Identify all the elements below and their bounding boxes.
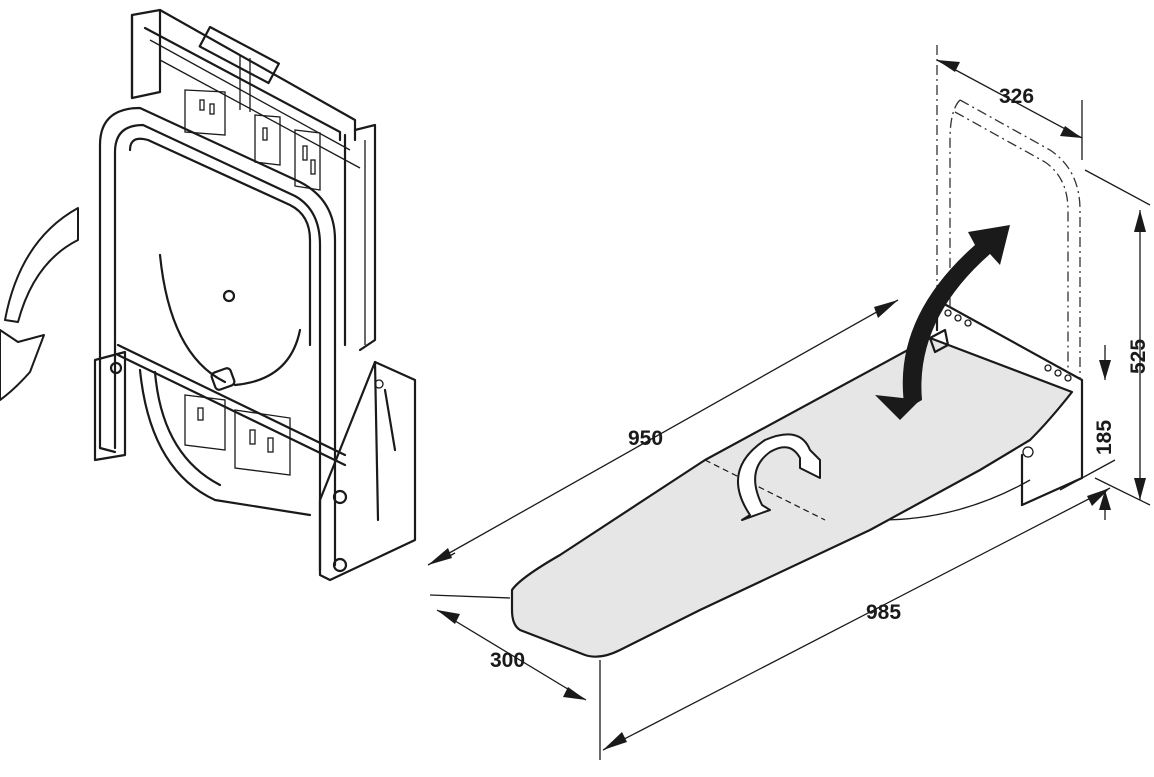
- deployed-ironing-board: [510, 45, 1084, 658]
- dimension-label-board-width: 300: [490, 649, 526, 672]
- mounting-holes: [944, 309, 1072, 382]
- dimension-label-overall-height: 525: [1127, 338, 1150, 374]
- dimension-label-overall-length: 985: [866, 601, 902, 624]
- rail-plate-top: [184, 89, 321, 191]
- folded-ironing-board-unit: [0, 8, 417, 582]
- rotate-arrow-icon: [0, 207, 79, 401]
- swivel-arrow-icon: [737, 433, 821, 521]
- dimension-lines: [427, 59, 1151, 760]
- fold-up-arrow-icon: [875, 225, 1010, 420]
- dimension-label-bracket-height: 185: [1093, 419, 1116, 455]
- dimension-label-bracket-width: 326: [999, 85, 1035, 108]
- dimension-label-board-length: 950: [628, 427, 664, 450]
